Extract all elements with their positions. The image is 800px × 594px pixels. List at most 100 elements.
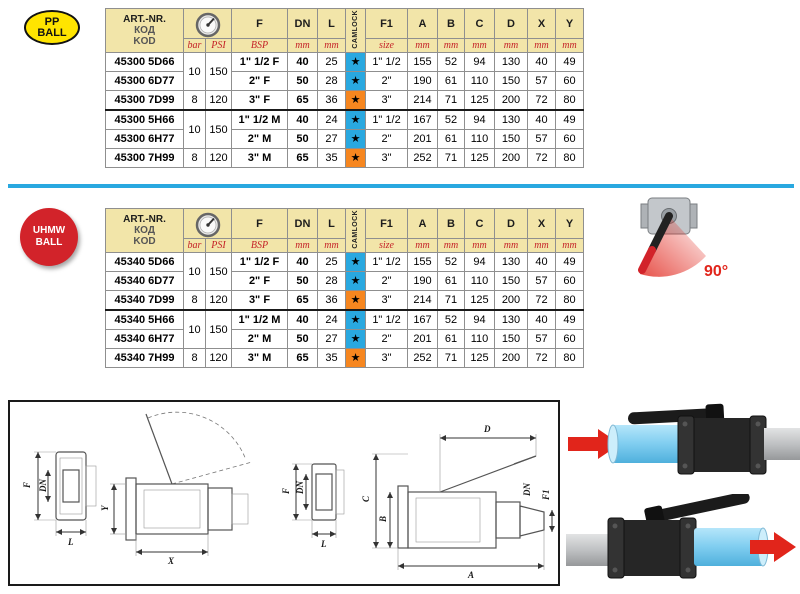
camlock-type-cell: ★	[345, 329, 366, 349]
unit-mm: mm	[437, 38, 465, 53]
l-cell: 24	[317, 309, 346, 330]
d-dim-cell: 200	[494, 290, 528, 311]
rotation-angle-label: 90°	[704, 263, 728, 280]
a-dim-cell: 167	[407, 109, 438, 130]
art-header-line3: KOD	[133, 36, 156, 47]
dim-label-f: F	[281, 488, 291, 495]
b-dim-cell: 71	[437, 148, 465, 168]
thread-cell: 3" F	[231, 290, 288, 311]
art-header-line2: КОД	[134, 25, 155, 36]
l-cell: 35	[317, 348, 346, 368]
f1-cell: 3"	[365, 90, 408, 111]
technical-drawing: F DN L Y X	[22, 411, 555, 580]
y-dim-cell: 60	[555, 129, 584, 149]
x-dim-cell: 40	[527, 52, 556, 72]
b-dim-cell: 61	[437, 329, 465, 349]
col-header-b: B	[437, 8, 465, 39]
col-header-d: D	[494, 208, 528, 239]
f1-cell: 3"	[365, 290, 408, 311]
dn-cell: 50	[287, 129, 318, 149]
b-dim-cell: 52	[437, 252, 465, 272]
art-nr-cell: 45340 6H77	[105, 329, 184, 349]
f1-cell: 1" 1/2	[365, 109, 408, 130]
dim-label-dn: DN	[522, 483, 532, 497]
art-nr-cell: 45300 7H99	[105, 148, 184, 168]
unit-mm: mm	[555, 238, 584, 253]
c-dim-cell: 125	[464, 148, 495, 168]
a-dim-cell: 155	[407, 252, 438, 272]
valve-top-view-icon: 90°	[638, 197, 728, 280]
unit-mm: mm	[287, 238, 318, 253]
f1-cell: 1" 1/2	[365, 252, 408, 272]
col-header-x: X	[527, 8, 556, 39]
pressure-psi-cell: 150	[205, 309, 232, 349]
y-dim-cell: 80	[555, 290, 584, 311]
y-dim-cell: 60	[555, 271, 584, 291]
art-nr-cell: 45300 6D77	[105, 71, 184, 91]
f1-cell: 3"	[365, 148, 408, 168]
thread-cell: 3" F	[231, 90, 288, 111]
unit-mm: mm	[317, 38, 346, 53]
l-cell: 36	[317, 90, 346, 111]
flow-arrow-out	[750, 532, 796, 562]
dn-cell: 50	[287, 71, 318, 91]
unit-mm: mm	[317, 238, 346, 253]
col-header-art: ART.-NR. КОД KOD	[105, 208, 184, 253]
pressure-psi-cell: 120	[205, 148, 232, 168]
unit-mm: mm	[407, 238, 438, 253]
x-dim-cell: 57	[527, 129, 556, 149]
x-dim-cell: 40	[527, 109, 556, 130]
y-dim-cell: 80	[555, 90, 584, 111]
b-dim-cell: 61	[437, 129, 465, 149]
dn-cell: 50	[287, 329, 318, 349]
unit-mm: mm	[287, 38, 318, 53]
camlock-type-cell: ★	[345, 309, 366, 330]
col-header-dn: DN	[287, 8, 318, 39]
pressure-bar-cell: 10	[183, 109, 206, 149]
pressure-bar-cell: 10	[183, 252, 206, 291]
section-divider	[8, 184, 794, 188]
art-nr-cell: 45340 7D99	[105, 290, 184, 311]
c-dim-cell: 110	[464, 329, 495, 349]
b-dim-cell: 52	[437, 109, 465, 130]
d-dim-cell: 130	[494, 109, 528, 130]
l-cell: 25	[317, 52, 346, 72]
col-header-f: F	[231, 208, 288, 239]
dn-cell: 40	[287, 309, 318, 330]
pressure-bar-cell: 10	[183, 52, 206, 91]
a-dim-cell: 155	[407, 52, 438, 72]
d-dim-cell: 150	[494, 271, 528, 291]
f1-cell: 2"	[365, 329, 408, 349]
pressure-psi-cell: 150	[205, 109, 232, 149]
art-nr-cell: 45300 7D99	[105, 90, 184, 111]
col-header-camlock: CAMLOCK	[345, 208, 366, 253]
dim-label-f: F	[22, 482, 32, 489]
ball-valve-body	[607, 517, 697, 579]
c-dim-cell: 94	[464, 109, 495, 130]
col-header-l: L	[317, 208, 346, 239]
c-dim-cell: 125	[464, 348, 495, 368]
c-dim-cell: 125	[464, 90, 495, 111]
thread-cell: 2" F	[231, 71, 288, 91]
unit-mm: mm	[464, 238, 495, 253]
camlock-type-cell: ★	[345, 290, 366, 311]
dn-cell: 65	[287, 90, 318, 111]
unit-size: size	[365, 38, 408, 53]
b-dim-cell: 71	[437, 90, 465, 111]
dim-label-x: X	[167, 556, 175, 566]
camlock-type-cell: ★	[345, 252, 366, 272]
b-dim-cell: 61	[437, 71, 465, 91]
camlock-type-cell: ★	[345, 90, 366, 111]
pressure-psi-cell: 120	[205, 348, 232, 368]
col-header-f1: F1	[365, 208, 408, 239]
dim-label-y: Y	[100, 504, 110, 511]
art-nr-cell: 45300 6H77	[105, 129, 184, 149]
unit-mm: mm	[555, 38, 584, 53]
b-dim-cell: 71	[437, 348, 465, 368]
